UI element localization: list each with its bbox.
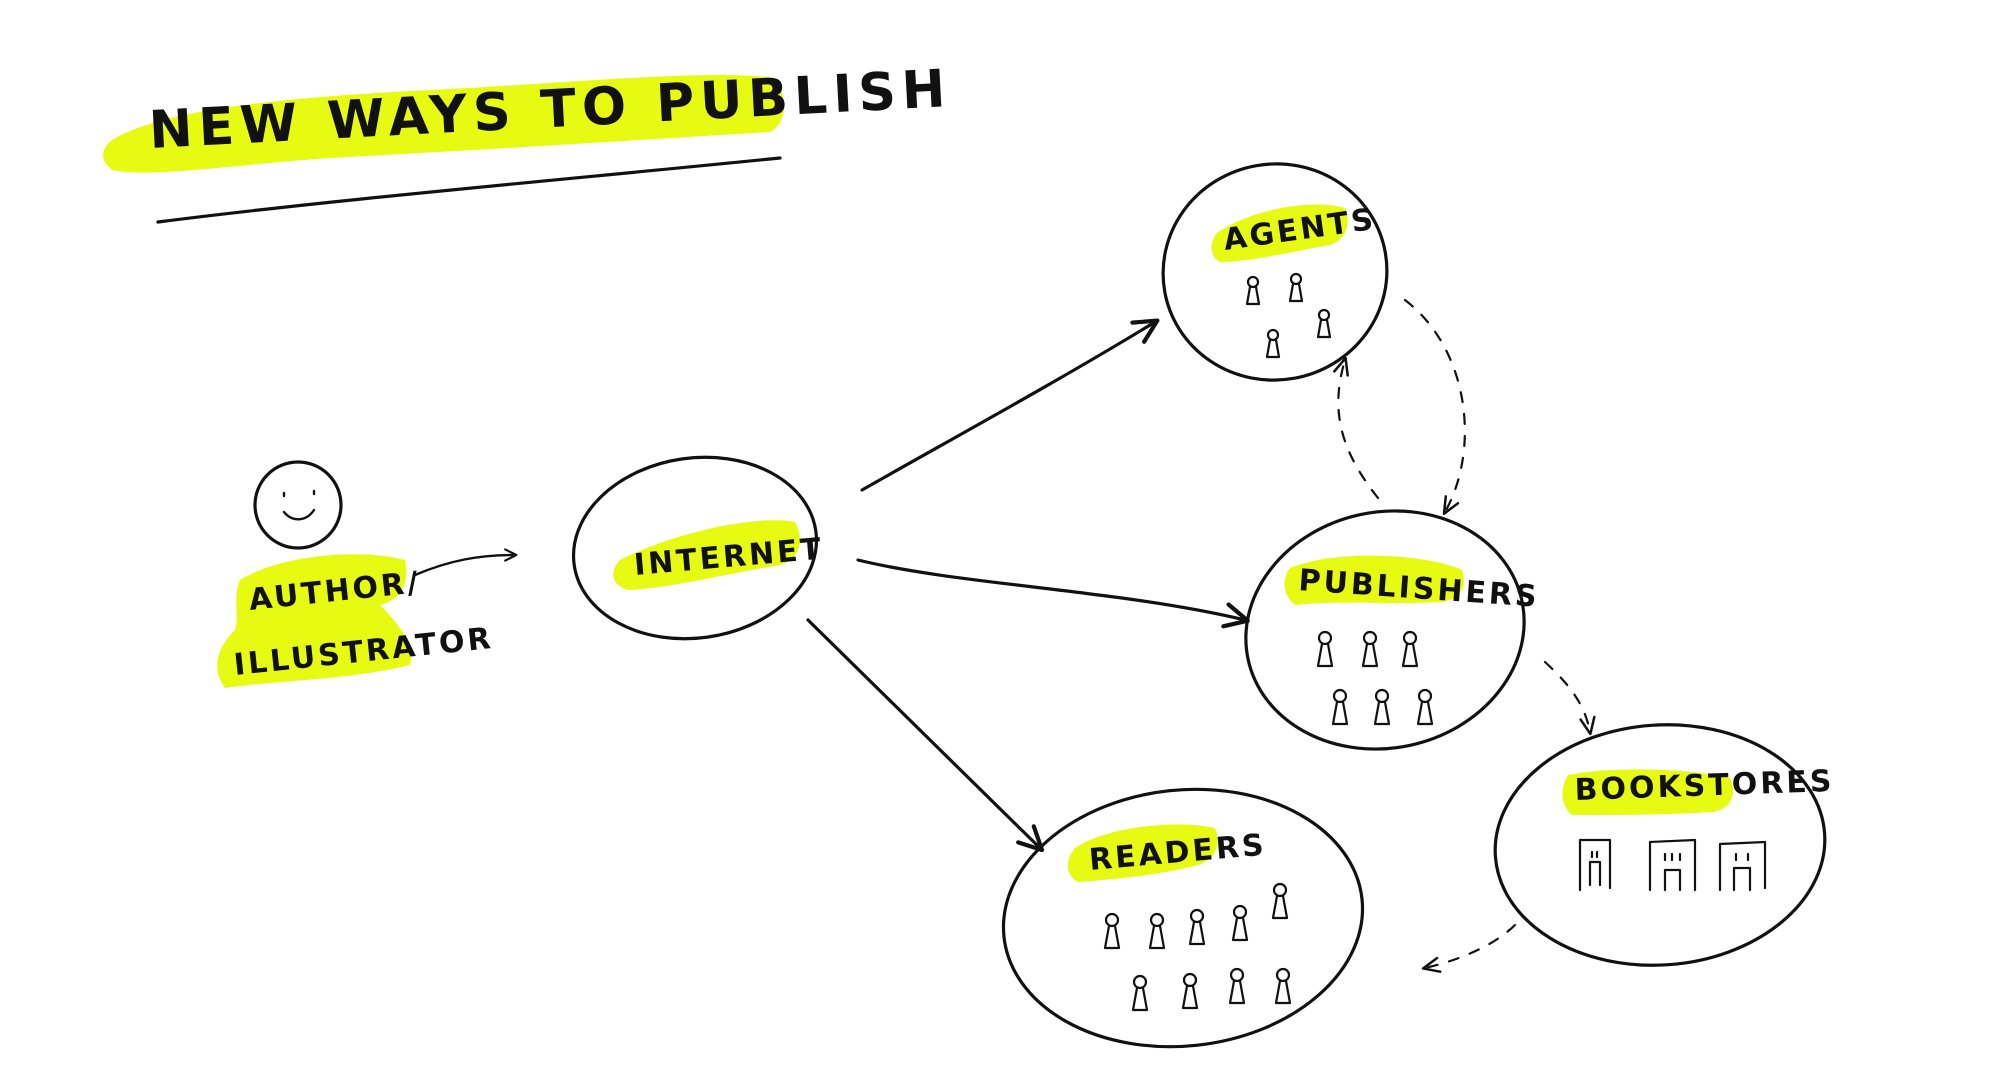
- author-highlight: [217, 554, 411, 688]
- person-icon: [1245, 272, 1332, 359]
- internet-label: INTERNET: [633, 532, 826, 583]
- bookstores-highlight: [1562, 769, 1734, 815]
- publishers-node: PUBLISHERS: [1244, 509, 1541, 751]
- bookstores-node: BOOKSTORES: [1493, 723, 1835, 967]
- edges: [413, 298, 1596, 973]
- storefront-icon: [1578, 838, 1767, 892]
- title-underline: [156, 156, 782, 224]
- edge-internet-agents: [860, 318, 1160, 492]
- agents-highlight: [1211, 204, 1348, 262]
- person-icon: [1103, 882, 1292, 1012]
- internet-highlight: [613, 520, 800, 590]
- author-node: AUTHOR/ ILLUSTRATOR: [217, 460, 495, 688]
- publishers-label: PUBLISHERS: [1297, 563, 1540, 615]
- page-title: NEW WAYS TO PUBLISH: [148, 59, 953, 161]
- edge-publishers-bookstores: [1543, 660, 1596, 736]
- internet-node: INTERNET: [571, 455, 826, 641]
- edge-internet-readers: [806, 618, 1045, 853]
- edge-agents-publishers: [1403, 298, 1466, 515]
- edge-author-internet: [413, 548, 518, 577]
- smiley-face-icon: [253, 460, 343, 550]
- title-group: NEW WAYS TO PUBLISH: [103, 59, 953, 224]
- publishers-highlight: [1284, 555, 1464, 605]
- edge-internet-publishers: [856, 558, 1250, 629]
- edge-publishers-agents: [1333, 356, 1380, 500]
- readers-node: READERS: [1001, 787, 1365, 1049]
- title-highlight: [103, 75, 785, 173]
- person-icon: [1316, 630, 1434, 726]
- readers-highlight: [1067, 824, 1218, 882]
- agents-node: AGENTS: [1161, 162, 1389, 382]
- edge-bookstores-readers: [1421, 923, 1517, 973]
